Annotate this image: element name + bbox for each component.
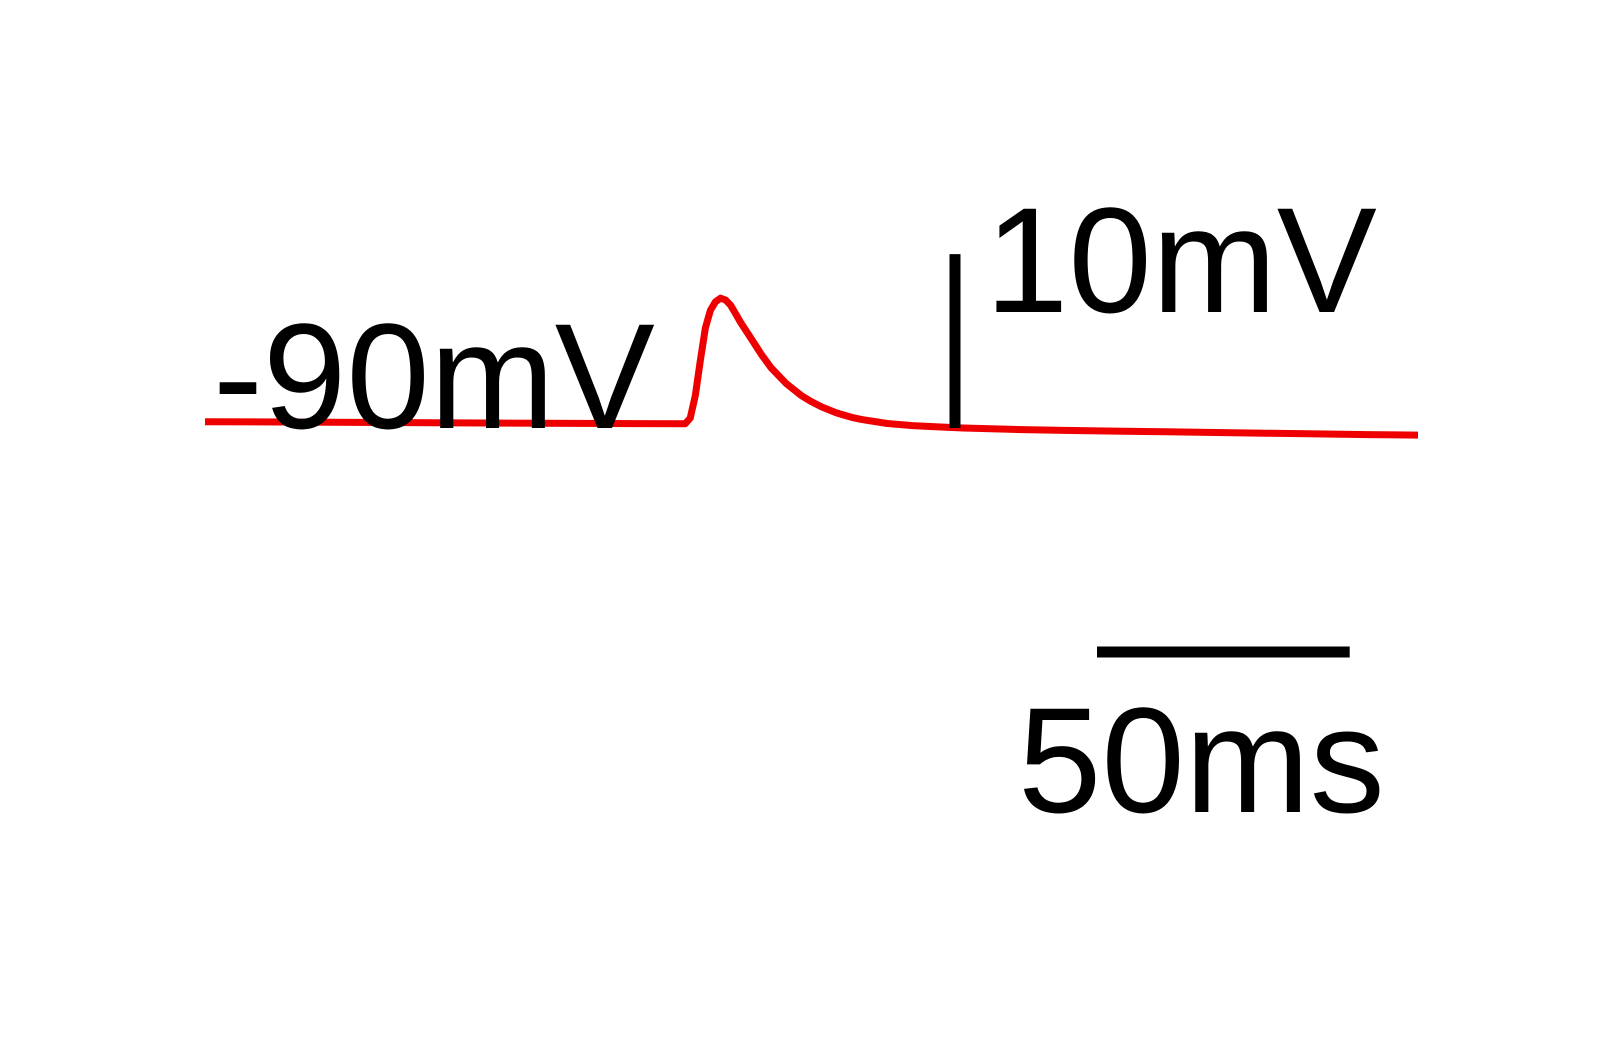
trace-line-0	[204, 294, 1419, 439]
trace-layer	[204, 294, 1419, 439]
baseline-label: -90mV	[213, 292, 655, 460]
scalebar-layer	[949, 254, 1350, 658]
time-scale-label: 50ms	[1018, 676, 1385, 844]
voltage-scale-label: 10mV	[985, 176, 1377, 344]
